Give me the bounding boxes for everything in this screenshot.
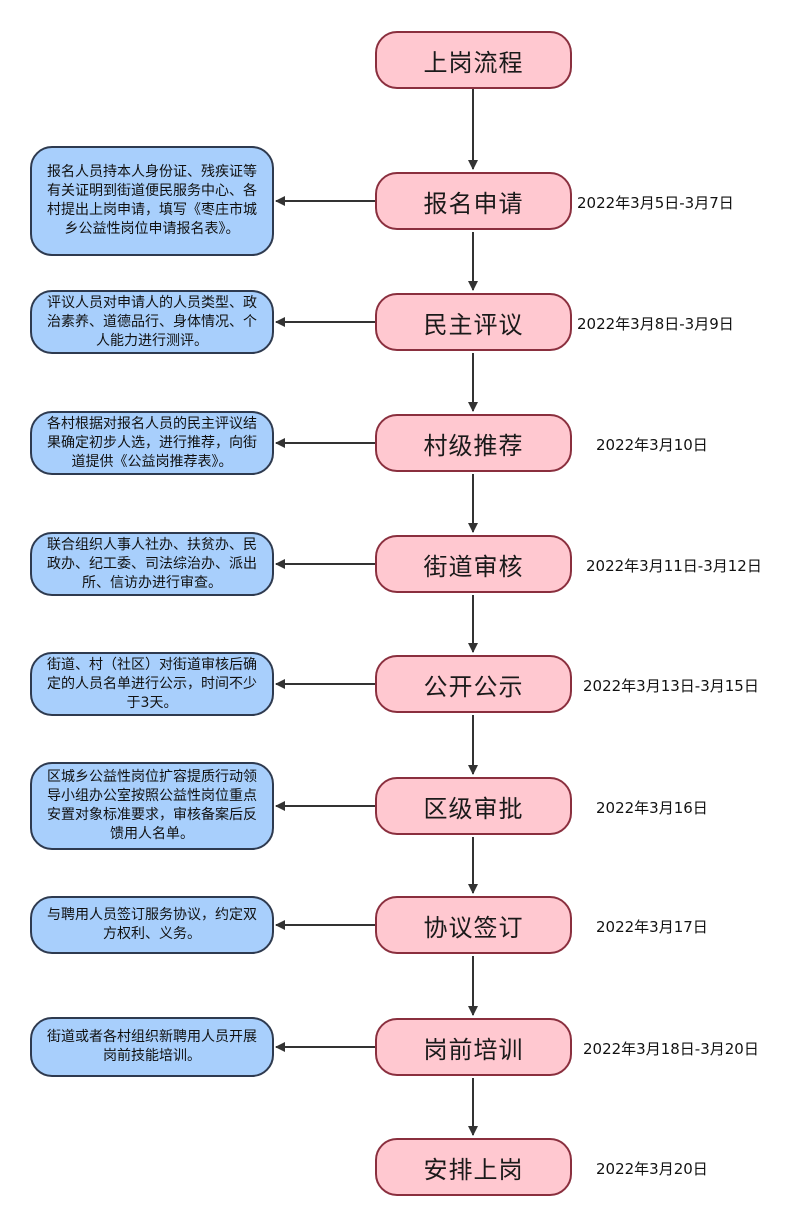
step-date: 2022年3月11日-3月12日 bbox=[586, 557, 762, 575]
flow-step: 街道审核 bbox=[375, 535, 572, 593]
flow-step: 报名申请 bbox=[375, 172, 572, 230]
step-description: 区城乡公益性岗位扩容提质行动领导小组办公室按照公益性岗位重点安置对象标准要求，审… bbox=[30, 762, 274, 850]
flow-step: 协议签订 bbox=[375, 896, 572, 954]
step-date: 2022年3月20日 bbox=[596, 1160, 708, 1178]
step-description: 联合组织人事人社办、扶贫办、民政办、纪工委、司法综治办、派出所、信访办进行审查。 bbox=[30, 532, 274, 596]
flow-step: 岗前培训 bbox=[375, 1018, 572, 1076]
step-date: 2022年3月18日-3月20日 bbox=[583, 1040, 759, 1058]
flow-step: 公开公示 bbox=[375, 655, 572, 713]
step-date: 2022年3月16日 bbox=[596, 799, 708, 817]
flow-step-end: 安排上岗 bbox=[375, 1138, 572, 1196]
step-description: 与聘用人员签订服务协议，约定双方权利、义务。 bbox=[30, 896, 274, 954]
flow-step: 民主评议 bbox=[375, 293, 572, 351]
step-date: 2022年3月10日 bbox=[596, 436, 708, 454]
step-description: 报名人员持本人身份证、残疾证等有关证明到街道便民服务中心、各村提出上岗申请，填写… bbox=[30, 146, 274, 256]
flow-step: 村级推荐 bbox=[375, 414, 572, 472]
step-description: 街道或者各村组织新聘用人员开展岗前技能培训。 bbox=[30, 1017, 274, 1077]
step-description: 街道、村（社区）对街道审核后确定的人员名单进行公示，时间不少于3天。 bbox=[30, 652, 274, 716]
step-date: 2022年3月5日-3月7日 bbox=[577, 194, 734, 212]
step-date: 2022年3月8日-3月9日 bbox=[577, 315, 734, 333]
step-date: 2022年3月17日 bbox=[596, 918, 708, 936]
flow-step: 区级审批 bbox=[375, 777, 572, 835]
step-date: 2022年3月13日-3月15日 bbox=[583, 677, 759, 695]
step-description: 各村根据对报名人员的民主评议结果确定初步人选，进行推荐，向街道提供《公益岗推荐表… bbox=[30, 411, 274, 475]
step-description: 评议人员对申请人的人员类型、政治素养、道德品行、身体情况、个人能力进行测评。 bbox=[30, 290, 274, 354]
flow-step-start: 上岗流程 bbox=[375, 31, 572, 89]
